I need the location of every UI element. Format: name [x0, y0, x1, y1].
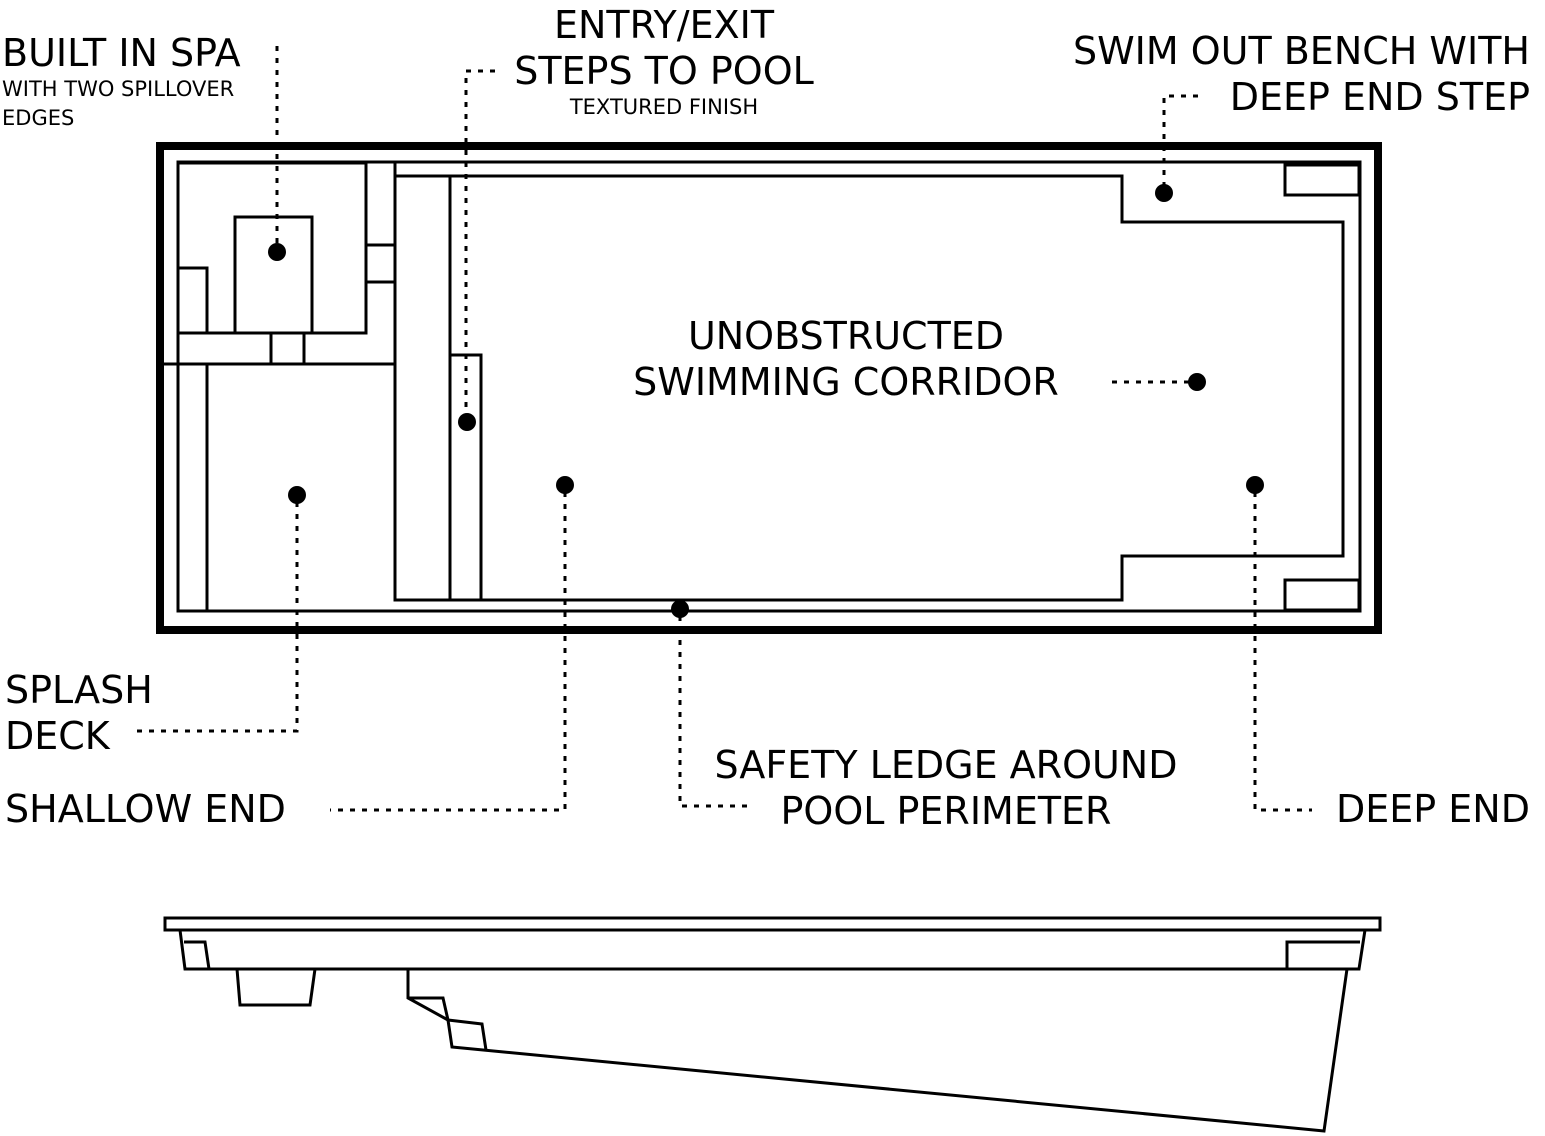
spa-dot — [268, 243, 286, 261]
bench-dot — [1155, 184, 1173, 202]
side-profile — [163, 916, 1382, 1133]
ledge-dot — [671, 600, 689, 618]
spillover-edge-bottom — [269, 331, 306, 366]
steps-subtitle: TEXTURED FINISH — [569, 95, 758, 119]
deep-end-label: DEEP END — [1336, 787, 1530, 831]
shallow-dot — [556, 476, 574, 494]
ledge-label-line-2: POOL PERIMETER — [781, 789, 1112, 833]
steps-dot — [458, 413, 476, 431]
spa-subtitle-line-1: WITH TWO SPILLOVER — [2, 77, 234, 101]
pool-outer-border — [156, 142, 1382, 634]
spa-seat — [233, 215, 314, 335]
splash-label-line-2: DECK — [5, 714, 111, 758]
steps-leader — [464, 69, 495, 415]
splash-label-line-1: SPLASH — [5, 668, 153, 712]
spillover-edge-right — [364, 243, 397, 284]
spa-title: BUILT IN SPA — [2, 31, 241, 75]
profile-outline — [163, 916, 1382, 1133]
profile-spa-step — [184, 940, 211, 970]
spa-subtitle-line-2: EDGES — [2, 106, 74, 130]
ledge-label-line-1: SAFETY LEDGE AROUND — [715, 743, 1178, 787]
profile-steps — [408, 996, 488, 1051]
corridor-label-line-2: SWIMMING CORRIDOR — [633, 360, 1059, 404]
pool-inner-border — [176, 160, 1362, 613]
bench-title-line-2: DEEP END STEP — [1230, 75, 1530, 119]
bench-leader — [1162, 94, 1198, 186]
splash-dot — [288, 486, 306, 504]
bench-title-line-1: SWIM OUT BENCH WITH — [1073, 29, 1530, 73]
main-pool-outline — [393, 163, 1345, 602]
deep-end-step-top — [1283, 163, 1361, 197]
splash-leader — [135, 502, 299, 733]
shallow-leader — [330, 492, 567, 812]
steps-title-line-1: ENTRY/EXIT — [554, 3, 775, 47]
spa-bench — [176, 266, 209, 335]
shallow-end-label: SHALLOW END — [5, 787, 286, 831]
corridor-dot — [1188, 373, 1206, 391]
plan-view — [135, 46, 1382, 812]
deep-leader — [1253, 492, 1312, 812]
profile-deep-step — [1285, 940, 1360, 969]
labels: BUILT IN SPA WITH TWO SPILLOVER EDGES EN… — [2, 3, 1530, 833]
corridor-label-line-1: UNOBSTRUCTED — [688, 314, 1004, 358]
deep-dot — [1246, 476, 1264, 494]
ledge-leader — [678, 616, 750, 808]
steps-title-line-2: STEPS TO POOL — [514, 49, 814, 93]
deep-end-step-bottom — [1283, 578, 1361, 612]
